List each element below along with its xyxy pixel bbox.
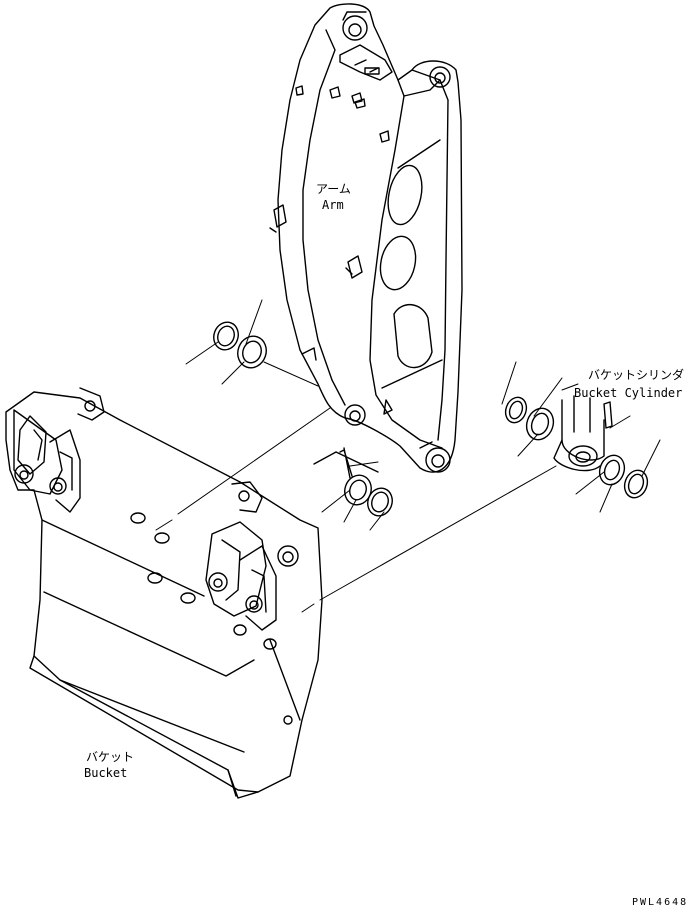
hardware-parts (210, 319, 651, 520)
leader-lines (156, 300, 660, 612)
arm-part (270, 4, 462, 472)
bucket-label-jp: バケット (86, 750, 135, 764)
arm-label-en: Arm (322, 198, 344, 212)
bucket-cylinder-part (554, 396, 612, 471)
bucket-cylinder-label-jp: バケットシリンダ (588, 368, 685, 382)
bucket-part (6, 388, 322, 798)
bucket-cylinder-label-en: Bucket Cylinder (574, 386, 683, 400)
arm-label-jp: アーム (316, 182, 351, 196)
drawing-number: PWL4648 (632, 897, 689, 908)
bucket-label-en: Bucket (84, 766, 128, 780)
